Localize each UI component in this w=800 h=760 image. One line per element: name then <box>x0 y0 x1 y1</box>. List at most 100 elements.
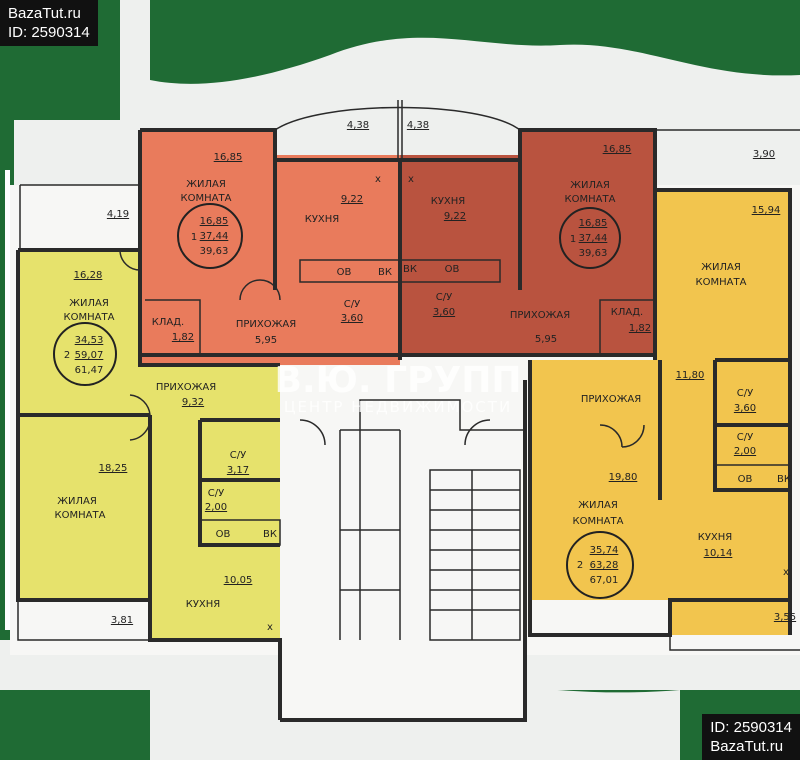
hall-area: 5,95 <box>535 334 557 345</box>
hall-area: 5,95 <box>255 335 277 346</box>
living-area: 35,74 <box>590 545 619 556</box>
room-label: КОМНАТА <box>565 194 616 205</box>
full-area: 39,63 <box>579 248 608 259</box>
bathroom-label: С/У <box>230 450 246 461</box>
kitchen-label: КУХНЯ <box>305 214 340 225</box>
hall-label: ПРИХОЖАЯ <box>581 394 641 405</box>
kitchen-area: 9,22 <box>444 211 466 222</box>
bathroom-area: 3,17 <box>227 465 249 476</box>
ov-label: ОВ <box>337 267 352 278</box>
area-circle <box>566 531 634 599</box>
room-label: КОМНАТА <box>696 277 747 288</box>
ov-label: ОВ <box>738 474 753 485</box>
hall-area: 9,32 <box>182 397 204 408</box>
listing-id: ID: 2590314 <box>710 719 792 736</box>
bathroom-label: С/У <box>737 388 753 399</box>
room-label: ЖИЛАЯ <box>701 262 741 273</box>
bathroom-area: 3,60 <box>734 403 756 414</box>
area-circle <box>559 207 621 269</box>
kitchen-area: 10,05 <box>224 575 253 586</box>
balcony-area: 4,38 <box>407 120 429 131</box>
room-label: ЖИЛАЯ <box>69 298 109 309</box>
source-badge-top: BazaTut.ru ID: 2590314 <box>0 0 98 46</box>
balcony-area: 4,19 <box>107 209 129 220</box>
watermark-subtitle: ЦЕНТР НЕДВИЖИМОСТИ <box>284 398 512 416</box>
bathroom-area: 2,00 <box>734 446 756 457</box>
site-label: BazaTut.ru <box>710 738 784 755</box>
kitchen-label: КУХНЯ <box>431 196 466 207</box>
hall-label: ПРИХОЖАЯ <box>510 310 570 321</box>
vk-label: ВК <box>403 264 417 275</box>
room-label: ЖИЛАЯ <box>186 179 226 190</box>
sink-mark: x <box>267 622 273 633</box>
page-background <box>0 0 800 145</box>
sink-mark: x <box>783 567 789 578</box>
room-count: 2 <box>577 560 583 571</box>
bathroom-area: 3,60 <box>341 313 363 324</box>
room-area: 15,94 <box>752 205 781 216</box>
vk-label: ВК <box>378 267 392 278</box>
apartment-orange-labels: 4,38 16,85 ЖИЛАЯ КОМНАТА 1 16,85 37,44 3… <box>152 120 392 346</box>
room-label: КОМНАТА <box>573 516 624 527</box>
storage-label: КЛАД. <box>152 317 184 328</box>
total-area: 37,44 <box>579 233 608 244</box>
balcony-area: 3,81 <box>111 615 133 626</box>
apartment-dark-red-labels: 4,38 16,85 ЖИЛАЯ КОМНАТА 1 16,85 37,44 3… <box>403 120 651 345</box>
bathroom-label: С/У <box>737 432 753 443</box>
site-label: BazaTut.ru <box>8 5 81 22</box>
total-area: 63,28 <box>590 560 619 571</box>
kitchen-area: 10,14 <box>704 548 733 559</box>
kitchen-label: КУХНЯ <box>186 599 221 610</box>
room-area: 16,85 <box>214 152 243 163</box>
apartment-orange <box>140 130 400 365</box>
room-label: КОМНАТА <box>181 193 232 204</box>
area-circle <box>177 203 243 269</box>
room-label: КОМНАТА <box>55 510 106 521</box>
hall-area: 11,80 <box>676 370 705 381</box>
ov-label: ОВ <box>216 529 231 540</box>
balcony-area: 4,38 <box>347 120 369 131</box>
doors <box>119 249 645 448</box>
full-area: 67,01 <box>590 575 619 586</box>
kitchen-area: 9,22 <box>341 194 363 205</box>
room-label: ЖИЛАЯ <box>578 500 618 511</box>
vk-label: ВК <box>263 529 277 540</box>
sink-mark: x <box>408 174 414 185</box>
apartment-dark-red <box>400 130 655 355</box>
sink-mark: x <box>375 174 381 185</box>
listing-id: ID: 2590314 <box>8 24 90 41</box>
storage-area: 1,82 <box>629 323 651 334</box>
room-area: 16,85 <box>603 144 632 155</box>
watermark-brand: В.Ю. ГРУПП <box>275 360 522 401</box>
living-area: 16,85 <box>579 218 608 229</box>
room-label: ЖИЛАЯ <box>570 180 610 191</box>
bathroom-area: 2,00 <box>205 502 227 513</box>
living-area: 16,85 <box>200 216 229 227</box>
bathroom-area: 3,60 <box>433 307 455 318</box>
room-label: ЖИЛАЯ <box>57 496 97 507</box>
full-area: 39,63 <box>200 246 229 257</box>
balcony-area: 3,55 <box>774 612 796 623</box>
kitchen-label: КУХНЯ <box>698 532 733 543</box>
total-area: 59,07 <box>75 350 104 361</box>
hall-label: ПРИХОЖАЯ <box>156 382 216 393</box>
room-area: 16,28 <box>74 270 103 281</box>
full-area: 61,47 <box>75 365 104 376</box>
room-count: 2 <box>64 350 70 361</box>
area-circle <box>53 322 117 386</box>
living-area: 34,53 <box>75 335 104 346</box>
bathroom-label: С/У <box>436 292 452 303</box>
room-count: 1 <box>570 234 576 245</box>
room-area: 18,25 <box>99 463 128 474</box>
bathroom-label: С/У <box>344 299 360 310</box>
total-area: 37,44 <box>200 231 229 242</box>
room-count: 1 <box>191 232 197 243</box>
apartment-right-amber-labels: 3,90 15,94 ЖИЛАЯ КОМНАТА 11,80 ПРИХОЖАЯ … <box>566 149 796 623</box>
stripe <box>5 170 10 630</box>
balcony-area: 3,90 <box>753 149 775 160</box>
ov-label: ОВ <box>445 264 460 275</box>
room-label: КОМНАТА <box>64 312 115 323</box>
storage-area: 1,82 <box>172 332 194 343</box>
hall-label: ПРИХОЖАЯ <box>236 319 296 330</box>
bathroom-label: С/У <box>208 488 224 499</box>
